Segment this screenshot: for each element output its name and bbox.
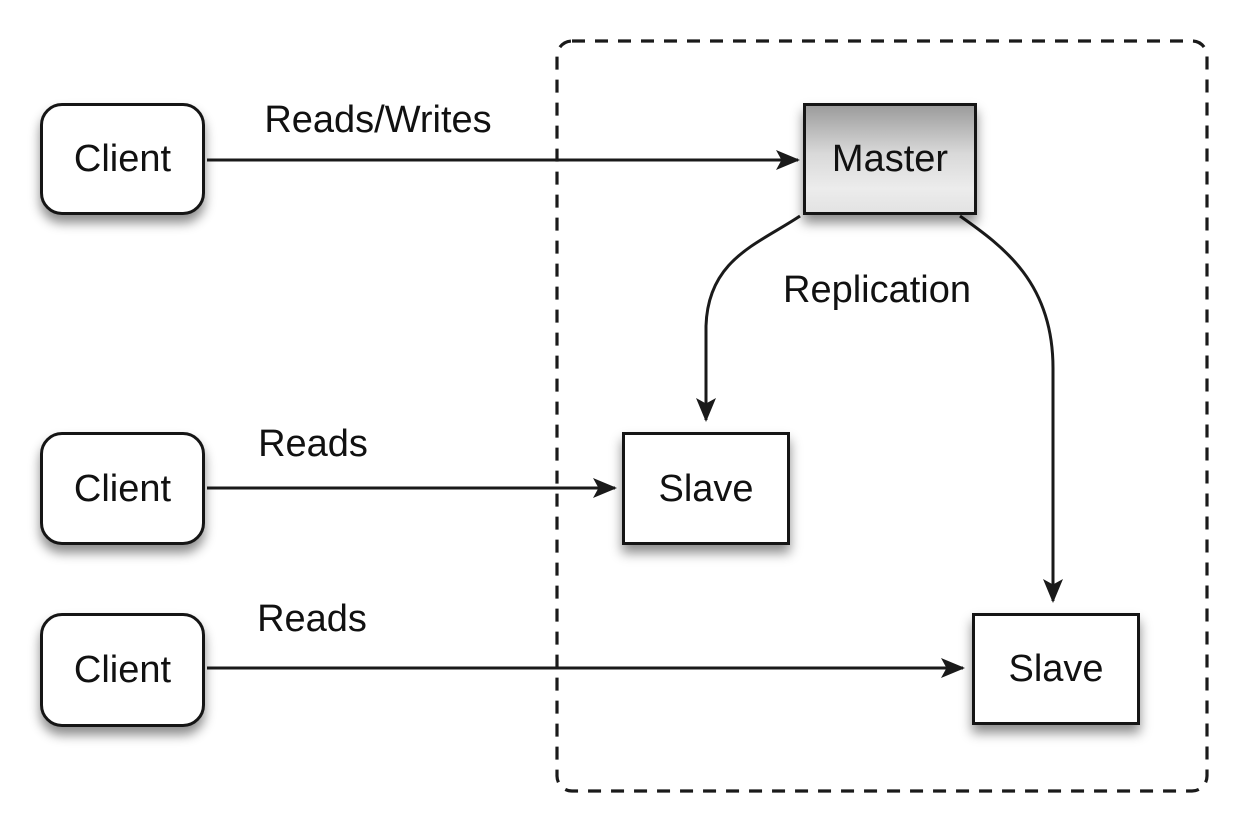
client-node-bottom-label: Client [73, 649, 172, 691]
client-node-bottom: Client [40, 613, 205, 727]
slave-node-left: Slave [622, 432, 790, 545]
edge-label-reads-bottom: Reads [257, 598, 367, 640]
replication-group-boundary [555, 39, 1209, 793]
client-node-top-label: Client [73, 138, 172, 180]
client-node-mid: Client [40, 432, 205, 545]
master-node-label: Master [831, 138, 949, 180]
slave-node-right-label: Slave [1008, 648, 1104, 690]
arrow-replication-right [959, 214, 1063, 603]
edge-label-reads-writes: Reads/Writes [264, 99, 492, 141]
slave-node-left-label: Slave [658, 467, 754, 510]
edge-label-replication: Replication [783, 269, 971, 311]
client-node-mid-label: Client [73, 467, 172, 510]
edge-label-reads-mid: Reads [258, 423, 368, 465]
client-node-top: Client [40, 103, 205, 215]
arrow-replication-left [696, 214, 801, 422]
slave-node-right: Slave [972, 613, 1140, 725]
master-node: Master [803, 103, 977, 215]
